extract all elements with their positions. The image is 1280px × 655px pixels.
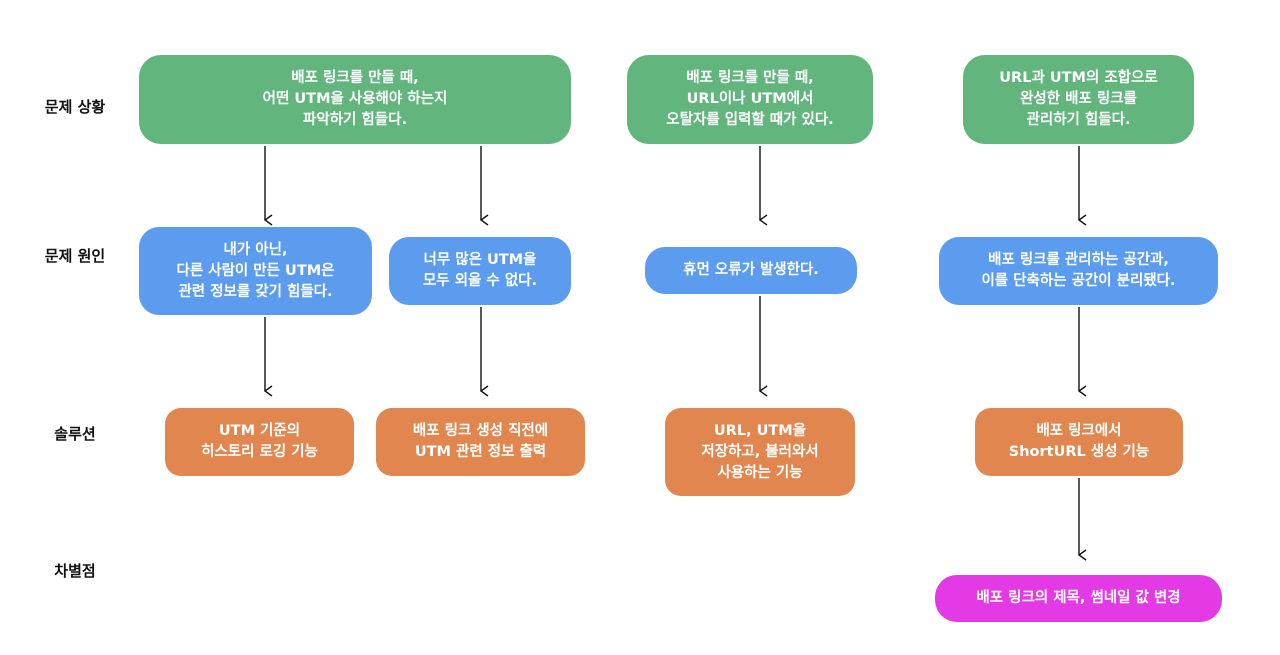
cause-box-1: 내가 아닌, 다른 사람이 만든 UTM은 관련 정보를 갖기 힘들다. [139,227,372,315]
differentiator-box-1: 배포 링크의 제목, 썸네일 값 변경 [935,575,1222,622]
row-label-differentiator: 차별점 [54,562,96,580]
row-label-problem: 문제 상황 [44,98,106,116]
cause-box-2: 너무 많은 UTM을 모두 외울 수 없다. [389,237,571,305]
solution-box-3: URL, UTM을 저장하고, 불러와서 사용하는 기능 [665,408,855,496]
cause-box-3: 휴먼 오류가 발생한다. [645,247,857,294]
cause-box-4: 배포 링크를 관리하는 공간과, 이를 단축하는 공간이 분리됐다. [939,237,1218,305]
problem-box-3: URL과 UTM의 조합으로 완성한 배포 링크를 관리하기 힘들다. [963,55,1194,144]
problem-box-1: 배포 링크를 만들 때, 어떤 UTM을 사용해야 하는지 파악하기 힘들다. [139,55,571,144]
solution-box-2: 배포 링크 생성 직전에 UTM 관련 정보 출력 [376,408,585,476]
solution-box-4: 배포 링크에서 ShortURL 생성 기능 [975,408,1183,476]
row-label-cause: 문제 원인 [44,247,106,265]
solution-box-1: UTM 기준의 히스토리 로깅 기능 [165,408,354,476]
row-label-solution: 솔루션 [54,425,96,443]
problem-box-2: 배포 링크를 만들 때, URL이나 UTM에서 오탈자를 입력할 때가 있다. [627,55,873,144]
